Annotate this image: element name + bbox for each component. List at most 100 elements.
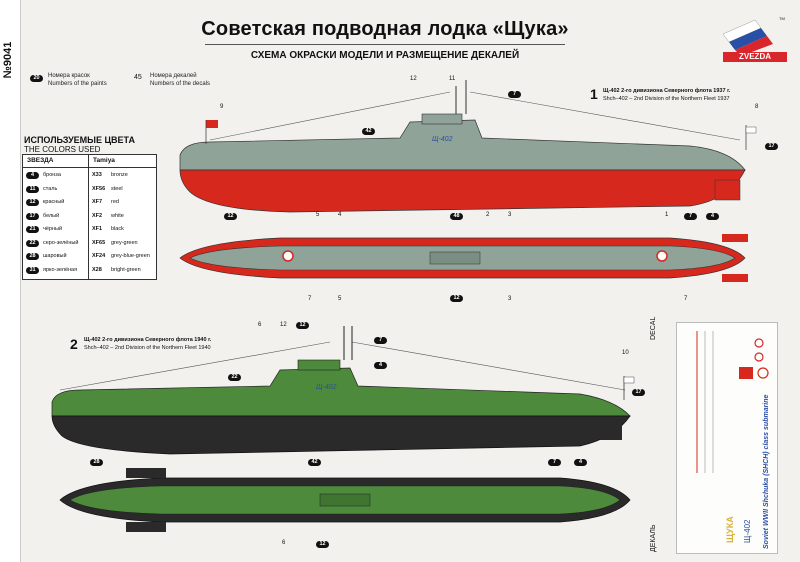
paint-bubble: 7 (684, 213, 697, 220)
decal-artwork (696, 331, 769, 473)
scheme2-side-view (51, 326, 635, 455)
decal-marker: 45 (134, 74, 142, 81)
page-title: Советская подводная лодка «Щука» (201, 18, 569, 40)
scheme2-top-view (59, 468, 631, 532)
callout-5b: 5 (338, 296, 342, 302)
legend-decal-ru: Номера декалей (150, 73, 197, 79)
side-strip (0, 0, 21, 562)
callout-7c: 7 (684, 296, 688, 302)
col-tamiya: Tamiya (93, 157, 115, 164)
scheme1-top-view (179, 234, 748, 282)
color-name-ru: шаровый (43, 253, 67, 259)
colors-table-header: ЗВЕЗДА Tamiya (23, 155, 156, 168)
scheme1-drawing (179, 80, 757, 282)
paint-marker-icon: 20 (30, 75, 43, 82)
callout-3: 3 (508, 212, 512, 218)
color-name-en: steel (111, 185, 123, 192)
paint-number-icon: 4 (26, 172, 39, 179)
tamiya-code: XF1 (92, 226, 103, 232)
paint-bubble: 22 (228, 374, 241, 381)
scheme2-drawing (51, 326, 635, 532)
paint-bubble: 7 (548, 459, 561, 466)
paint-bubble: 12 (224, 213, 237, 220)
zvezda-logo: ZVEZDA TM (715, 14, 793, 62)
zvezda-logo-graphic (722, 19, 787, 62)
logo-text: ZVEZDA (739, 52, 771, 61)
legend-paint-ru: Номера красок (48, 73, 90, 79)
paint-number-icon: 21 (26, 226, 39, 233)
paint-number-icon: 22 (26, 239, 39, 247)
paint-number-icon: 28 (26, 253, 39, 260)
paint-bubble: 12 (296, 322, 309, 329)
color-name-ru: серо-зелёный (43, 239, 79, 246)
color-name-ru: сталь (43, 185, 58, 192)
callout-5: 5 (316, 212, 320, 218)
page-subtitle: СХЕМА ОКРАСКИ МОДЕЛИ И РАЗМЕЩЕНИЕ ДЕКАЛЕ… (250, 50, 520, 61)
color-name-en: white (111, 212, 124, 219)
color-row: 31 ярко-зелёная X28 bright-green (23, 264, 156, 278)
tamiya-code: XF24 (92, 253, 106, 259)
tamiya-code: X33 (92, 172, 102, 178)
decal-hull-number: Щ-402 (743, 519, 752, 543)
scheme1-side-view (179, 80, 757, 213)
color-row: 4 бронза X33 bronze (23, 169, 156, 183)
color-name-en: bright-green (111, 266, 141, 273)
paint-bubble: 7 (508, 91, 521, 98)
paint-bubble: 28 (90, 459, 103, 466)
scheme1-hull-number: Щ-402 (432, 136, 453, 143)
callout-1: 1 (665, 212, 669, 218)
paint-bubble: 4 (374, 362, 387, 369)
color-name-en: grey-blue-green (111, 253, 150, 259)
callout-10: 10 (622, 350, 629, 356)
decal-label-ru: ДЕКАЛЬ (650, 524, 657, 553)
paint-bubble: 12 (316, 541, 329, 548)
legend-decal-en: Numbers of the decals (150, 81, 211, 87)
color-name-en: grey-green (111, 239, 138, 246)
callout-8: 8 (755, 104, 759, 110)
color-name-en: red (111, 199, 119, 205)
color-name-ru: ярко-зелёная (43, 266, 78, 273)
scheme1-caption-en: Shch–402 – 2nd Division of the Northern … (603, 96, 730, 102)
col-zvezda: ЗВЕЗДА (27, 157, 54, 164)
scheme1-caption-ru: Щ-402 2-го дивизиона Северного флота 193… (603, 88, 731, 94)
decal-name: ЩУКА (725, 516, 735, 543)
color-row: 28 шаровый XF24 grey-blue-green (23, 250, 156, 264)
scheme2-caption-ru: Щ-402 2-го дивизиона Северного флота 194… (84, 337, 212, 343)
callout-6b: 6 (282, 540, 286, 546)
tamiya-code: XF65 (92, 239, 106, 246)
paint-bubble: 42 (362, 128, 375, 135)
scheme1-number: 1 (590, 86, 598, 102)
tamiya-code: XF56 (92, 185, 106, 192)
scheme2-hull-number: Щ-402 (316, 384, 337, 391)
decal-label-en: DECAL (650, 316, 657, 340)
paint-number-icon: 17 (26, 212, 39, 220)
color-name-en: bronze (111, 172, 128, 178)
color-name-ru: бронза (43, 172, 61, 178)
color-name-ru: белый (43, 212, 60, 219)
color-name-ru: красный (43, 199, 65, 205)
callout-4: 4 (338, 212, 342, 218)
table-divider (88, 155, 89, 279)
paint-bubble: 42 (308, 459, 321, 466)
colors-title: ИСПОЛЬЗУЕМЫЕ ЦВЕТА (24, 135, 135, 145)
paint-bubble: 4 (706, 213, 719, 220)
color-name-en: black (111, 226, 124, 232)
callout-7b: 7 (308, 296, 312, 302)
callout-2: 2 (486, 212, 490, 218)
paint-number-icon: 31 (26, 266, 39, 274)
scheme2-caption-en: Shch–402 – 2nd Division of the Northern … (84, 345, 211, 351)
paint-bubble: 17 (632, 389, 645, 396)
logo-trademark: TM (779, 16, 785, 21)
tamiya-code: X28 (92, 266, 102, 273)
paint-bubble: 4 (574, 459, 587, 466)
paint-bubble: 12 (450, 295, 463, 302)
callout-11: 11 (449, 76, 456, 82)
legend-paint-en: Numbers of the paints (48, 81, 107, 87)
title-rule (205, 44, 565, 45)
paint-bubble: 48 (450, 213, 463, 220)
